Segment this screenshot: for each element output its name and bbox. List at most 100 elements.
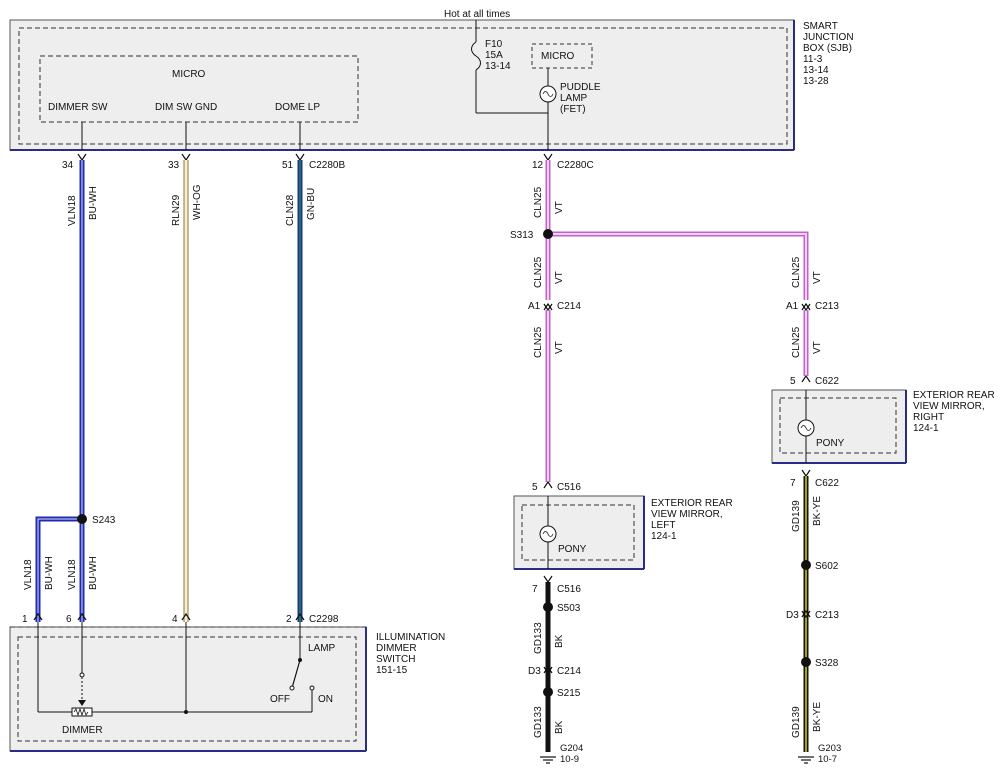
c2298-label: C2298	[309, 614, 339, 625]
splice-s602-label: S602	[815, 561, 839, 572]
w14-circuit: GD139	[791, 706, 802, 738]
sjb-micro-label: MICRO	[172, 69, 206, 80]
sjb-title-6: 13-28	[803, 76, 829, 87]
wire-vt-right-core	[548, 233, 807, 300]
g204-label: G204	[560, 743, 583, 754]
connector-c622-top: 5 C622	[790, 374, 839, 387]
mirror-right-lamp-label: PONY	[816, 438, 845, 449]
splice-s602-dot	[801, 560, 811, 570]
sjb-title-4: 11-3	[803, 54, 823, 65]
mirror-right-body	[771, 389, 907, 464]
c213-a1-chevron-up-icon	[801, 302, 811, 311]
g203-label: G203	[818, 743, 841, 754]
w3-circuit: CLN28	[285, 194, 296, 226]
c2280b-pin-33: 33	[168, 160, 180, 171]
c622-top-pin: 5	[790, 376, 796, 387]
sjb-micro-small-box	[531, 43, 593, 69]
mirror-right-filament-icon	[800, 425, 812, 431]
mirror-left-title-1: EXTERIOR REAR	[651, 498, 733, 509]
w6-circuit: CLN25	[533, 326, 544, 358]
wire-bu-wh-branch-stripe	[37, 518, 82, 622]
wire-vt-right-branch	[548, 231, 809, 300]
connector-c516-bottom: 7 C516	[532, 575, 581, 595]
dimmer-lamp-label: LAMP	[308, 643, 336, 654]
mirror-right-title-1: EXTERIOR REAR	[913, 390, 995, 401]
connector-c622-bottom: 7 C622	[790, 469, 839, 489]
w12-color: BK	[554, 720, 565, 734]
dimmer-switch-inner-dashed	[17, 636, 357, 742]
g204-ref: 10-9	[560, 754, 579, 765]
c214-a1-chevron-icon	[543, 303, 553, 312]
splice-s215-dot	[543, 687, 553, 697]
mirror-left-body	[513, 495, 645, 570]
c213-a1-chevron-icon	[801, 303, 811, 312]
c2280c-pin: 12	[532, 160, 544, 171]
splice-s503-dot	[543, 602, 553, 612]
ground-g203: G203 10-7	[798, 743, 841, 765]
w2-color: WH-OG	[192, 184, 203, 220]
sjb-pin-dimmer-sw: DIMMER SW	[48, 102, 108, 113]
c213-d3-pin: D3	[786, 610, 799, 621]
dimmer-on-contact	[309, 685, 315, 691]
dimmer-pin6-node	[79, 672, 85, 678]
mirror-left-inner-dashed	[521, 504, 635, 561]
sjb-body	[9, 19, 795, 151]
c516-bottom-pin: 7	[532, 584, 538, 595]
w5-color: VT	[554, 271, 565, 284]
c622-bottom-chevron-icon	[801, 469, 811, 478]
puddle-label-1: PUDDLE	[560, 82, 601, 93]
w2-circuit: RLN29	[171, 194, 182, 226]
dimmer-switch-body	[9, 626, 367, 752]
c2280b-pin51-chevron-icon	[295, 153, 305, 162]
c2280b-pin33-chevron-icon	[181, 153, 191, 162]
w1-color: BU-WH	[88, 186, 99, 220]
c213-a1-pin: A1	[786, 301, 799, 312]
splice-s503-label: S503	[557, 603, 581, 614]
mirror-left-title-3: LEFT	[651, 520, 675, 531]
c516-bottom-label: C516	[557, 584, 581, 595]
sjb-title-5: 13-14	[803, 65, 829, 76]
splice-s328-dot	[801, 657, 811, 667]
splice-s243-dot	[77, 514, 87, 524]
c214-d3-label: C214	[557, 666, 581, 677]
c213-d3-label: C213	[815, 610, 839, 621]
splice-s313-label: S313	[510, 230, 534, 241]
dimmer-on-label: ON	[318, 694, 333, 705]
sjb-inner-dashed	[18, 27, 788, 145]
sjb-module: MICRO DIMMER SW DIM SW GND DOME LP SMART…	[9, 9, 854, 151]
w4-circuit: CLN25	[533, 186, 544, 218]
c516-top-label: C516	[557, 482, 581, 493]
w7-circuit: CLN25	[791, 256, 802, 288]
c214-a1-chevron-up-icon	[543, 302, 553, 311]
ground-g204: G204 10-9	[540, 743, 583, 765]
dimmer-switch-module: LAMP OFF ON DIMMER ILLUMINATION DIMMER S…	[9, 622, 445, 752]
mirror-right-title-2: VIEW MIRROR,	[913, 401, 985, 412]
puddle-label-2: LAMP	[560, 93, 588, 104]
w13-circuit: GD139	[791, 500, 802, 532]
c2298-pin-2: 2	[286, 614, 292, 625]
splice-s215-label: S215	[557, 688, 581, 699]
w12-circuit: GD133	[533, 706, 544, 738]
c2280b-pin34-chevron-icon	[77, 153, 87, 162]
puddle-lamp-filament-icon	[542, 91, 554, 97]
fuse-15a-label: 15A	[485, 50, 503, 61]
sjb-pin-dome-lp: DOME LP	[275, 102, 320, 113]
mirror-left-title-2: VIEW MIRROR,	[651, 509, 723, 520]
w4-color: VT	[554, 201, 565, 214]
wire-vt-right-outer	[548, 231, 809, 300]
w3-color: GN-BU	[306, 188, 317, 220]
dimmer-wiper-arrow-icon	[78, 700, 86, 706]
c2280b-pin-34: 34	[62, 160, 74, 171]
mirror-left-lamp-label: PONY	[558, 544, 587, 555]
mirror-left-module: PONY EXTERIOR REAR VIEW MIRROR, LEFT 124…	[513, 495, 733, 570]
c214-a1-label: C214	[557, 301, 581, 312]
c214-a1-pin: A1	[528, 301, 541, 312]
w11-color: BK	[554, 634, 565, 648]
connector-c213-d3: D3 C213	[786, 609, 839, 621]
c2280b-label: C2280B	[309, 160, 345, 171]
c2280c-label: C2280C	[557, 160, 594, 171]
mirror-right-inner-dashed	[779, 397, 897, 454]
connector-c2280c: 12 C2280C	[532, 153, 594, 171]
puddle-label-3: (FET)	[560, 104, 586, 115]
connector-c214-a1: A1 C214	[528, 301, 581, 312]
